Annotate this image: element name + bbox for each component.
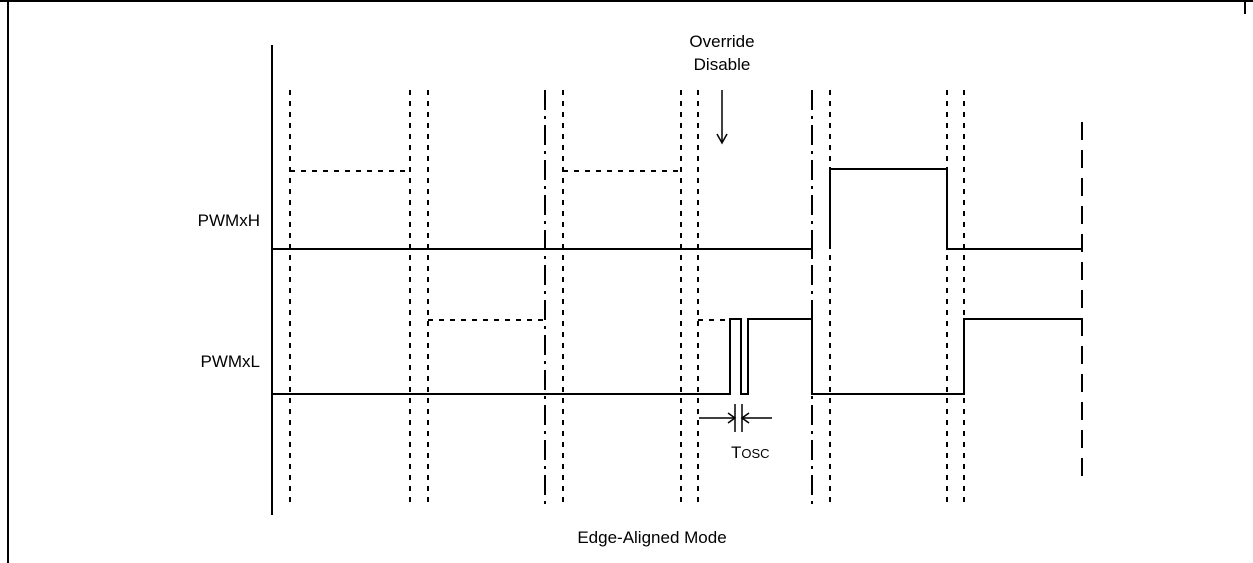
diagram-caption: Edge-Aligned Mode (577, 528, 726, 547)
pwmxl-waveform (272, 318, 1082, 395)
override-label-line1: Override (689, 32, 754, 51)
tosc-label: TOSC (731, 443, 770, 462)
pwmxh-label: PWMxH (198, 211, 260, 230)
tosc-label-main: T (731, 443, 741, 462)
tosc-dimension-arrows (699, 404, 772, 432)
tosc-label-smallcaps: OSC (741, 446, 769, 461)
pwmxh-waveform-low (272, 248, 813, 258)
pwmxl-label: PWMxL (201, 352, 261, 371)
override-arrow-icon (716, 90, 728, 145)
override-label-line2: Disable (694, 55, 751, 74)
pwmxh-waveform-pulse (829, 168, 1082, 250)
